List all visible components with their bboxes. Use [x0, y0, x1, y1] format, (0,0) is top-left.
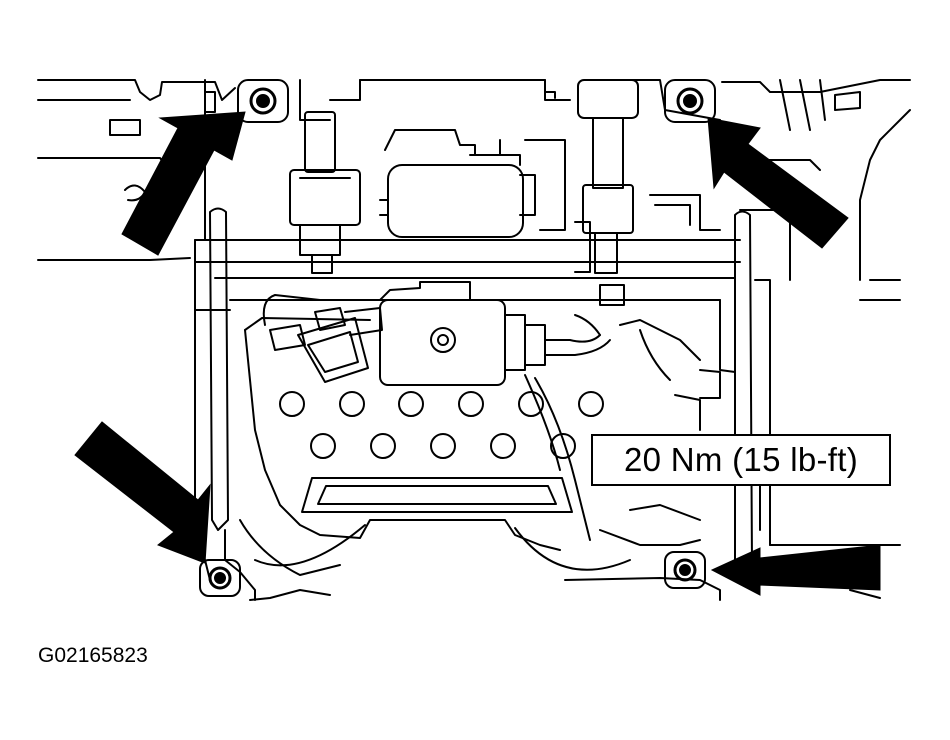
- brake-switch-left: [289, 111, 361, 274]
- actuator-motor: [379, 281, 611, 386]
- pedal-shield-plate: [244, 317, 604, 551]
- center-module: [379, 129, 566, 238]
- bolt-lower-left: [199, 559, 241, 597]
- bolt-upper-left: [237, 79, 289, 123]
- bolt-upper-right: [664, 79, 716, 123]
- arrow-upper-right: [707, 117, 849, 249]
- brake-switch-right: [577, 79, 639, 306]
- arrow-lower-left: [74, 421, 211, 564]
- arrow-lower-right: [710, 544, 881, 596]
- right-pedal-rail: [719, 210, 771, 573]
- pedal-support-bracket: [194, 194, 741, 311]
- arrow-upper-left: [121, 111, 246, 256]
- bolt-lower-right: [664, 551, 706, 589]
- figure-id-label: G02165823: [38, 644, 148, 667]
- torque-spec-label: 20 Nm (15 lb-ft): [591, 434, 891, 486]
- wiring-connector: [262, 294, 383, 383]
